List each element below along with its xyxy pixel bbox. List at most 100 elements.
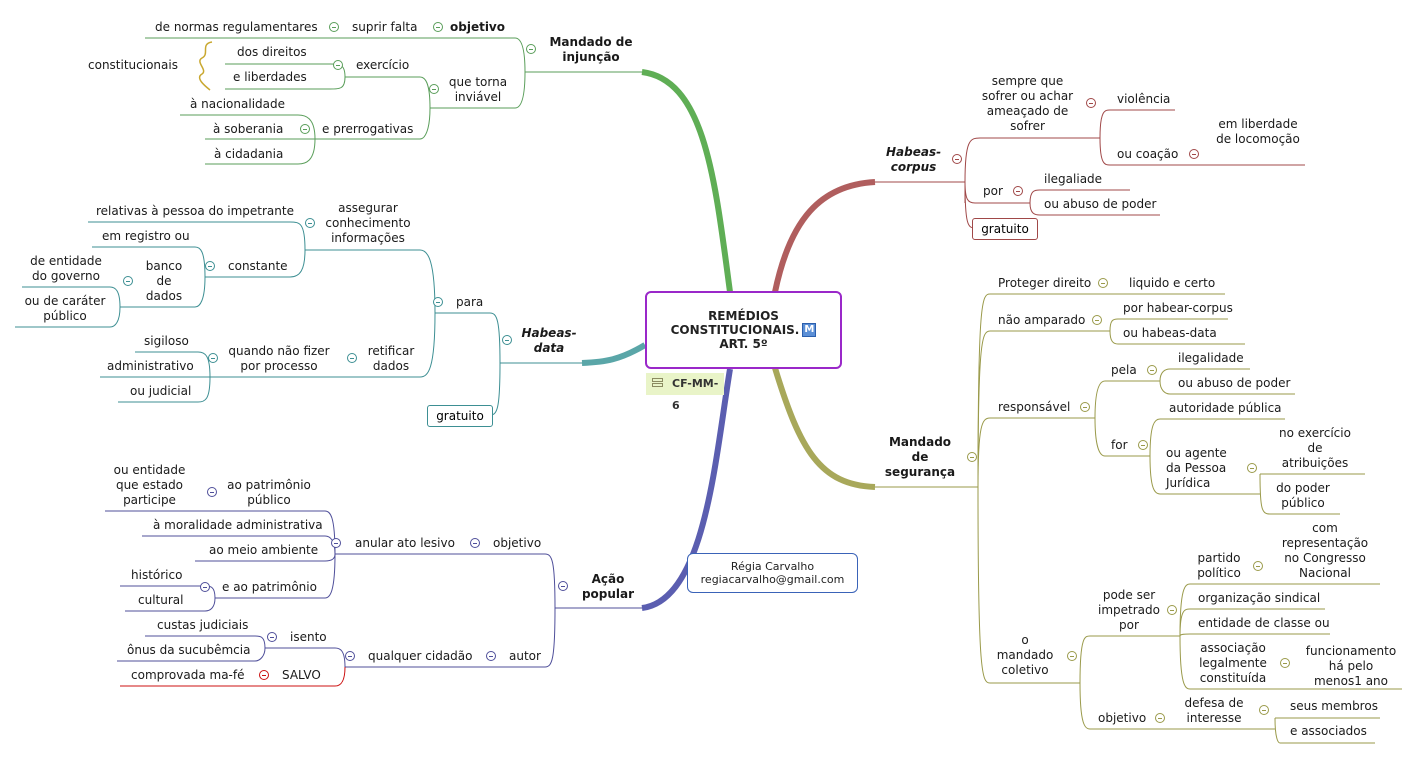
topic-habeas-data[interactable]: Habeas-data bbox=[521, 326, 577, 355]
node-e-liberdades[interactable]: e liberdades bbox=[233, 70, 307, 84]
collapse-toggle-icon[interactable] bbox=[1167, 605, 1177, 615]
topic-acao-popular[interactable]: Ação popular bbox=[581, 572, 635, 601]
node-e-prerrogativas[interactable]: e prerrogativas bbox=[322, 122, 414, 136]
node-associacao-legalmente-constituida[interactable]: associação legalmente constituída bbox=[1199, 641, 1267, 685]
collapse-toggle-icon[interactable] bbox=[526, 44, 536, 54]
node-constitucionais[interactable]: constitucionais bbox=[88, 58, 178, 72]
topic-mandado-injuncao[interactable]: Mandado de injunção bbox=[549, 35, 633, 64]
node-exercicio[interactable]: exercício bbox=[356, 58, 410, 72]
collapse-toggle-icon[interactable] bbox=[433, 22, 443, 32]
node-por-habear-corpus[interactable]: por habear-corpus bbox=[1123, 301, 1233, 315]
collapse-toggle-icon[interactable] bbox=[1013, 186, 1023, 196]
node-a-nacionalidade[interactable]: à nacionalidade bbox=[190, 97, 285, 111]
node-autor[interactable]: autor bbox=[509, 649, 541, 663]
node-ou-agente-da-pessoa-juridica[interactable]: ou agente da Pessoa Jurídica bbox=[1166, 446, 1227, 490]
node-em-liberdade-de-locomocao[interactable]: em liberdade de locomoção bbox=[1216, 117, 1300, 146]
node-gratuito-hc[interactable]: gratuito bbox=[972, 218, 1038, 240]
collapse-toggle-icon[interactable] bbox=[200, 582, 210, 592]
code-label[interactable]: CF-MM-6 bbox=[646, 373, 724, 412]
central-topic[interactable]: REMÉDIOS CONSTITUCIONAIS.M ART. 5º bbox=[645, 291, 842, 369]
node-comprovada-ma-fe[interactable]: comprovada ma-fé bbox=[131, 668, 245, 682]
node-ao-meio-ambiente[interactable]: ao meio ambiente bbox=[209, 543, 319, 557]
node-ou-de-carater-publico[interactable]: ou de caráter público bbox=[24, 294, 106, 323]
node-responsavel[interactable]: responsável bbox=[998, 400, 1071, 414]
collapse-toggle-icon[interactable] bbox=[300, 124, 310, 134]
collapse-toggle-icon[interactable] bbox=[1247, 463, 1257, 473]
node-anular-ato-lesivo[interactable]: anular ato lesivo bbox=[355, 536, 455, 550]
node-pela[interactable]: pela bbox=[1111, 363, 1137, 377]
node-isento[interactable]: isento bbox=[290, 630, 327, 644]
node-objetivo-ap[interactable]: objetivo bbox=[493, 536, 542, 550]
collapse-toggle-icon[interactable] bbox=[123, 276, 133, 286]
node-autoridade-publica[interactable]: autoridade pública bbox=[1169, 401, 1282, 415]
collapse-toggle-icon[interactable] bbox=[331, 538, 341, 548]
node-o-mandado-coletivo[interactable]: o mandado coletivo bbox=[996, 633, 1054, 677]
node-a-soberania[interactable]: à soberania bbox=[213, 122, 284, 136]
node-gratuito-hd[interactable]: gratuito bbox=[427, 405, 493, 427]
node-for[interactable]: for bbox=[1111, 438, 1128, 452]
collapse-toggle-icon[interactable] bbox=[1253, 561, 1263, 571]
node-proteger-direito[interactable]: Proteger direito bbox=[998, 276, 1092, 290]
node-retificar-dados[interactable]: retificar dados bbox=[367, 344, 415, 373]
node-normas-regulamentares[interactable]: de normas regulamentares bbox=[155, 20, 318, 34]
collapse-toggle-icon[interactable] bbox=[208, 353, 218, 363]
node-ou-entidade-que-estado-participe[interactable]: ou entidade que estado participe bbox=[113, 463, 186, 507]
collapse-toggle-icon[interactable] bbox=[1092, 315, 1102, 325]
node-banco-de-dados[interactable]: banco de dados bbox=[145, 259, 183, 303]
collapse-toggle-icon[interactable] bbox=[267, 632, 277, 642]
node-ilegaliade[interactable]: ilegaliade bbox=[1044, 172, 1103, 186]
collapse-toggle-icon[interactable] bbox=[1098, 278, 1108, 288]
node-ao-patrimonio-publico[interactable]: ao patrimônio público bbox=[227, 478, 311, 507]
node-objetivo-ms[interactable]: objetivo bbox=[1098, 711, 1147, 725]
node-administrativo[interactable]: administrativo bbox=[107, 359, 194, 373]
collapse-toggle-icon[interactable] bbox=[1080, 402, 1090, 412]
collapse-toggle-icon[interactable] bbox=[433, 297, 443, 307]
node-seus-membros[interactable]: seus membros bbox=[1290, 699, 1378, 713]
node-entidade-de-classe-ou[interactable]: entidade de classe ou bbox=[1198, 616, 1330, 630]
node-de-entidade-do-governo[interactable]: de entidade do governo bbox=[30, 254, 102, 283]
collapse-toggle-icon[interactable] bbox=[1280, 658, 1290, 668]
node-a-cidadania[interactable]: à cidadania bbox=[214, 147, 284, 161]
collapse-toggle-icon[interactable] bbox=[1147, 365, 1157, 375]
collapse-toggle-icon[interactable] bbox=[952, 154, 962, 164]
collapse-toggle-icon[interactable] bbox=[333, 60, 343, 70]
node-relativas-a-pessoa[interactable]: relativas à pessoa do impetrante bbox=[96, 204, 294, 218]
node-cultural[interactable]: cultural bbox=[138, 593, 184, 607]
collapse-toggle-icon[interactable] bbox=[470, 538, 480, 548]
node-violencia[interactable]: violência bbox=[1117, 92, 1171, 106]
topic-habeas-corpus[interactable]: Habeas-corpus bbox=[886, 145, 942, 174]
node-para[interactable]: para bbox=[456, 295, 484, 309]
node-liquido-e-certo[interactable]: liquido e certo bbox=[1129, 276, 1216, 290]
topic-mandado-seguranca[interactable]: Mandado de segurança bbox=[884, 435, 956, 479]
node-nao-amparado[interactable]: não amparado bbox=[998, 313, 1086, 327]
node-constante[interactable]: constante bbox=[228, 259, 288, 273]
node-sempre-que-sofrer[interactable]: sempre que sofrer ou achar ameaçado de s… bbox=[981, 74, 1074, 133]
node-assegurar-conhecimento[interactable]: assegurar conhecimento informações bbox=[325, 201, 411, 245]
collapse-toggle-icon[interactable] bbox=[347, 353, 357, 363]
node-com-representacao[interactable]: com representação no Congresso Nacional bbox=[1281, 521, 1369, 580]
author-box[interactable]: Régia Carvalho regiacarvalho@gmail.com bbox=[687, 553, 858, 593]
node-salvo[interactable]: SALVO bbox=[282, 668, 321, 682]
node-partido-politico[interactable]: partido político bbox=[1197, 551, 1241, 580]
node-funcionamento-ha-pelo-menos-1-ano[interactable]: funcionamento há pelo menos1 ano bbox=[1305, 644, 1397, 688]
node-organizacao-sindical[interactable]: organização sindical bbox=[1198, 591, 1321, 605]
collapse-toggle-icon[interactable] bbox=[967, 452, 977, 462]
collapse-toggle-icon[interactable] bbox=[1259, 705, 1269, 715]
collapse-toggle-icon[interactable] bbox=[486, 651, 496, 661]
node-ou-habeas-data[interactable]: ou habeas-data bbox=[1123, 326, 1217, 340]
collapse-toggle-icon[interactable] bbox=[329, 22, 339, 32]
node-custas-judiciais[interactable]: custas judiciais bbox=[157, 618, 249, 632]
collapse-toggle-icon[interactable] bbox=[345, 651, 355, 661]
collapse-toggle-icon[interactable] bbox=[558, 581, 568, 591]
collapse-toggle-icon[interactable] bbox=[1067, 651, 1077, 661]
node-objetivo[interactable]: objetivo bbox=[450, 20, 506, 34]
node-pode-ser-impetrado-por[interactable]: pode ser impetrado por bbox=[1098, 588, 1160, 632]
node-a-moralidade-administrativa[interactable]: à moralidade administrativa bbox=[153, 518, 323, 532]
collapse-toggle-icon[interactable] bbox=[259, 670, 269, 680]
collapse-toggle-icon[interactable] bbox=[1189, 149, 1199, 159]
node-ou-judicial[interactable]: ou judicial bbox=[130, 384, 192, 398]
node-suprir-falta[interactable]: suprir falta bbox=[352, 20, 418, 34]
node-e-associados[interactable]: e associados bbox=[1290, 724, 1367, 738]
node-ou-abuso-de-poder-ms[interactable]: ou abuso de poder bbox=[1178, 376, 1291, 390]
collapse-toggle-icon[interactable] bbox=[207, 487, 217, 497]
